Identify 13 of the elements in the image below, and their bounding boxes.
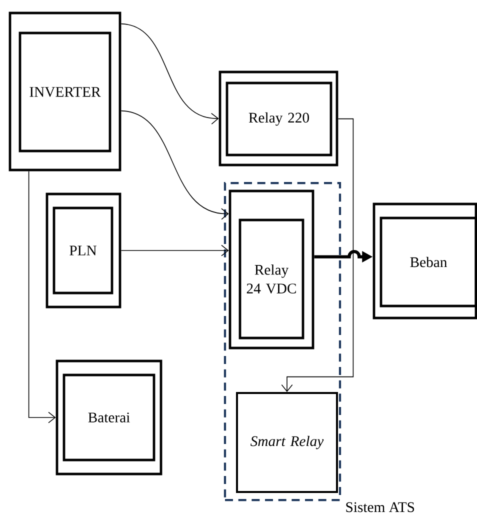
arrow [28,170,56,424]
block-box: Smart Relay [236,392,338,493]
arrow [281,118,354,392]
block-box: Relay 220 [218,70,338,166]
arrow [120,110,229,220]
node-label: Sistem ATS [346,502,414,512]
block-box: Relay 24 VDC [228,190,314,350]
block-box: PLN [46,192,122,308]
block-box: Beban [372,202,477,320]
arrow [120,23,219,124]
block-box: Baterai [56,360,162,476]
block-box: INVERTER [8,12,122,172]
arrow [120,244,229,256]
